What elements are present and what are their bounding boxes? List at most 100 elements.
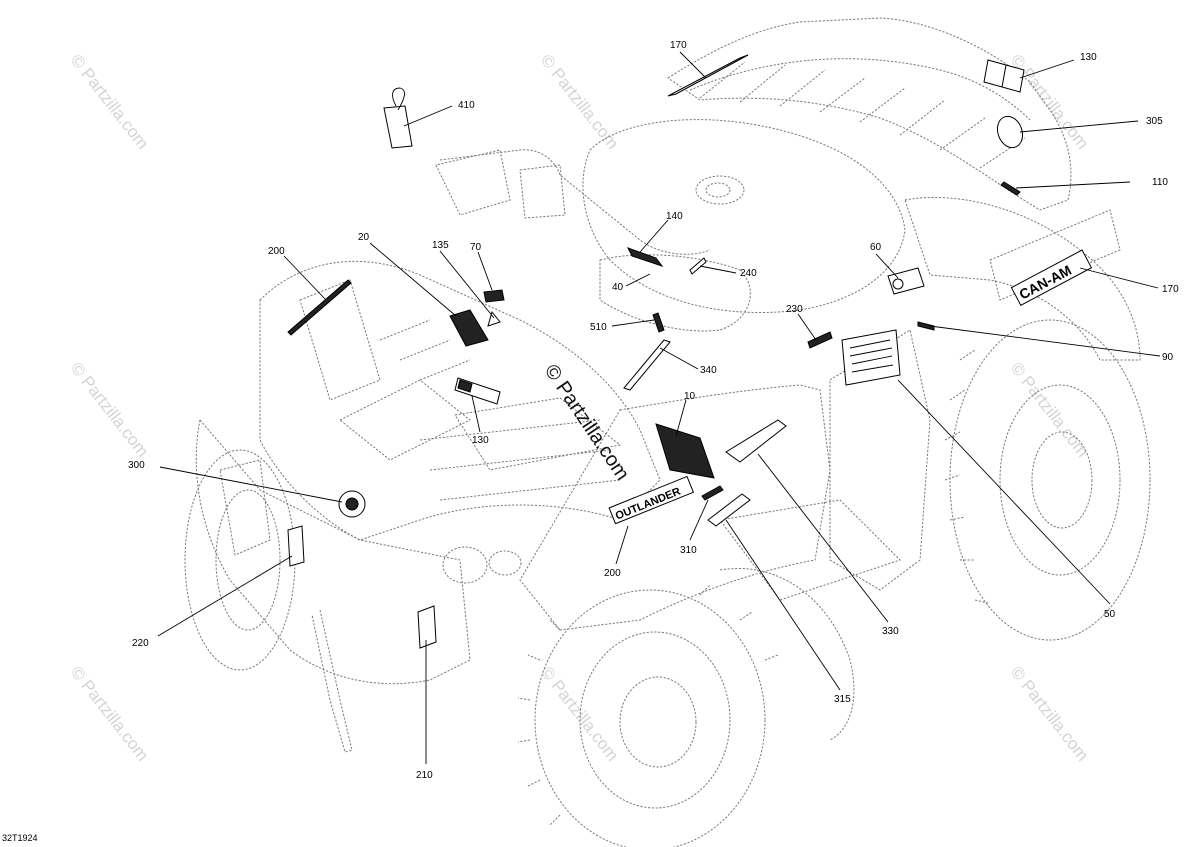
leader-310 (689, 499, 709, 541)
leader-340 (659, 347, 699, 370)
decal-oval (996, 115, 1024, 149)
callout-50: 50 (1104, 609, 1116, 620)
callout-330: 330 (882, 626, 899, 637)
atv-drawing (184, 17, 1151, 847)
callout-90: 90 (1162, 352, 1174, 363)
leader-10 (675, 399, 687, 437)
decal-brand-logo: CAN-AM (1010, 249, 1093, 306)
callout-510: 510 (590, 322, 607, 333)
leader-170b (1079, 267, 1159, 289)
leader-110 (1015, 181, 1131, 189)
callout-10: 10 (684, 391, 696, 402)
leader-140 (639, 219, 669, 253)
decal-hang-tag (383, 105, 413, 149)
callout-40: 40 (612, 282, 624, 293)
callout-110: 110 (1152, 177, 1168, 188)
leader-170a (679, 51, 707, 79)
leader-60 (875, 253, 899, 279)
decal-footwell (725, 419, 787, 463)
callout-60: 60 (870, 242, 882, 253)
leader-90 (929, 325, 1161, 357)
rear-fender (904, 197, 1141, 361)
decal-model-logo: OUTLANDER (608, 475, 695, 525)
leader-315 (725, 519, 841, 691)
callout-200b: 200 (604, 568, 621, 579)
callout-135: 135 (432, 240, 449, 251)
diagram-id: 32T1924 (2, 833, 38, 843)
callout-410: 410 (458, 100, 475, 111)
tag-string (392, 87, 405, 111)
front-center-wheel (534, 589, 766, 847)
decal-side-warning (655, 423, 715, 479)
decal-stripe-510 (652, 312, 665, 333)
decal-footrest (707, 493, 751, 527)
front-hood (259, 260, 661, 541)
decal-steering (689, 257, 707, 275)
leader-130a (1019, 59, 1075, 79)
decal-label-70 (483, 289, 505, 303)
callout-240: 240 (740, 268, 757, 279)
decal-front-tag-220 (287, 525, 305, 567)
watermark-text: © Partzilla.com (67, 51, 153, 153)
callout-305: 305 (1146, 116, 1163, 127)
decal-small-stripe (1000, 181, 1021, 196)
callout-230: 230 (786, 304, 803, 315)
leader-70 (477, 251, 493, 291)
leader-240 (699, 265, 737, 274)
decals: CAN-AM OUTLANDER (287, 54, 1093, 649)
leader-200a (283, 255, 327, 301)
callout-220: 220 (132, 638, 149, 649)
callout-340: 340 (700, 365, 717, 376)
watermark-text: © Partzilla.com (67, 663, 153, 765)
callout-310: 310 (680, 545, 697, 556)
decal-triangle (487, 310, 501, 327)
decal-warning-20 (449, 309, 489, 347)
decal-label-230 (807, 331, 833, 349)
callout-20: 20 (358, 232, 370, 243)
leader-330 (757, 453, 889, 623)
leader-410 (403, 105, 453, 127)
callout-300: 300 (128, 460, 145, 471)
seat (582, 119, 906, 313)
callout-labels: 170 130 410 305 110 140 200 20 135 70 60… (128, 40, 1179, 781)
callout-170a: 170 (670, 40, 687, 51)
callout-210: 210 (416, 770, 433, 781)
watermark-text: © Partzilla.com (67, 359, 153, 461)
watermark-text: © Partzilla.com (537, 663, 623, 765)
leader-200b (615, 525, 629, 565)
callout-130b: 130 (472, 435, 489, 446)
decal-front-tag-210 (417, 605, 437, 649)
watermark-text: © Partzilla.com (537, 51, 623, 153)
callout-130a: 130 (1080, 52, 1097, 63)
leader-135 (439, 250, 495, 319)
callout-70: 70 (470, 242, 482, 253)
decal-long-stripe (623, 339, 671, 391)
leader-lines (157, 51, 1161, 764)
decal-large-label (841, 329, 901, 386)
leader-220 (157, 555, 293, 637)
watermark-text: © Partzilla.com (1007, 663, 1093, 765)
rear-right-wheel (949, 319, 1151, 641)
leader-230 (797, 313, 817, 341)
side-panel (519, 384, 831, 631)
handlebar (439, 149, 711, 255)
rear-rack (667, 17, 1072, 211)
decal-label-90 (917, 321, 935, 331)
callout-315: 315 (834, 694, 851, 705)
leader-300 (159, 466, 343, 503)
decal-rack-stripe-top (667, 54, 749, 97)
front-bumper (195, 418, 471, 685)
leader-305 (1019, 120, 1139, 133)
leader-40 (625, 273, 651, 287)
decal-small-310 (701, 485, 724, 501)
decal-handlebar (626, 247, 664, 267)
decal-hood-stripe (287, 279, 352, 336)
leader-50 (897, 379, 1111, 605)
leader-510 (611, 319, 655, 327)
leader-130b (471, 395, 481, 433)
leader-20 (369, 242, 457, 317)
callout-140: 140 (666, 211, 683, 222)
callout-200a: 200 (268, 246, 285, 257)
callout-170b: 170 (1162, 284, 1179, 295)
